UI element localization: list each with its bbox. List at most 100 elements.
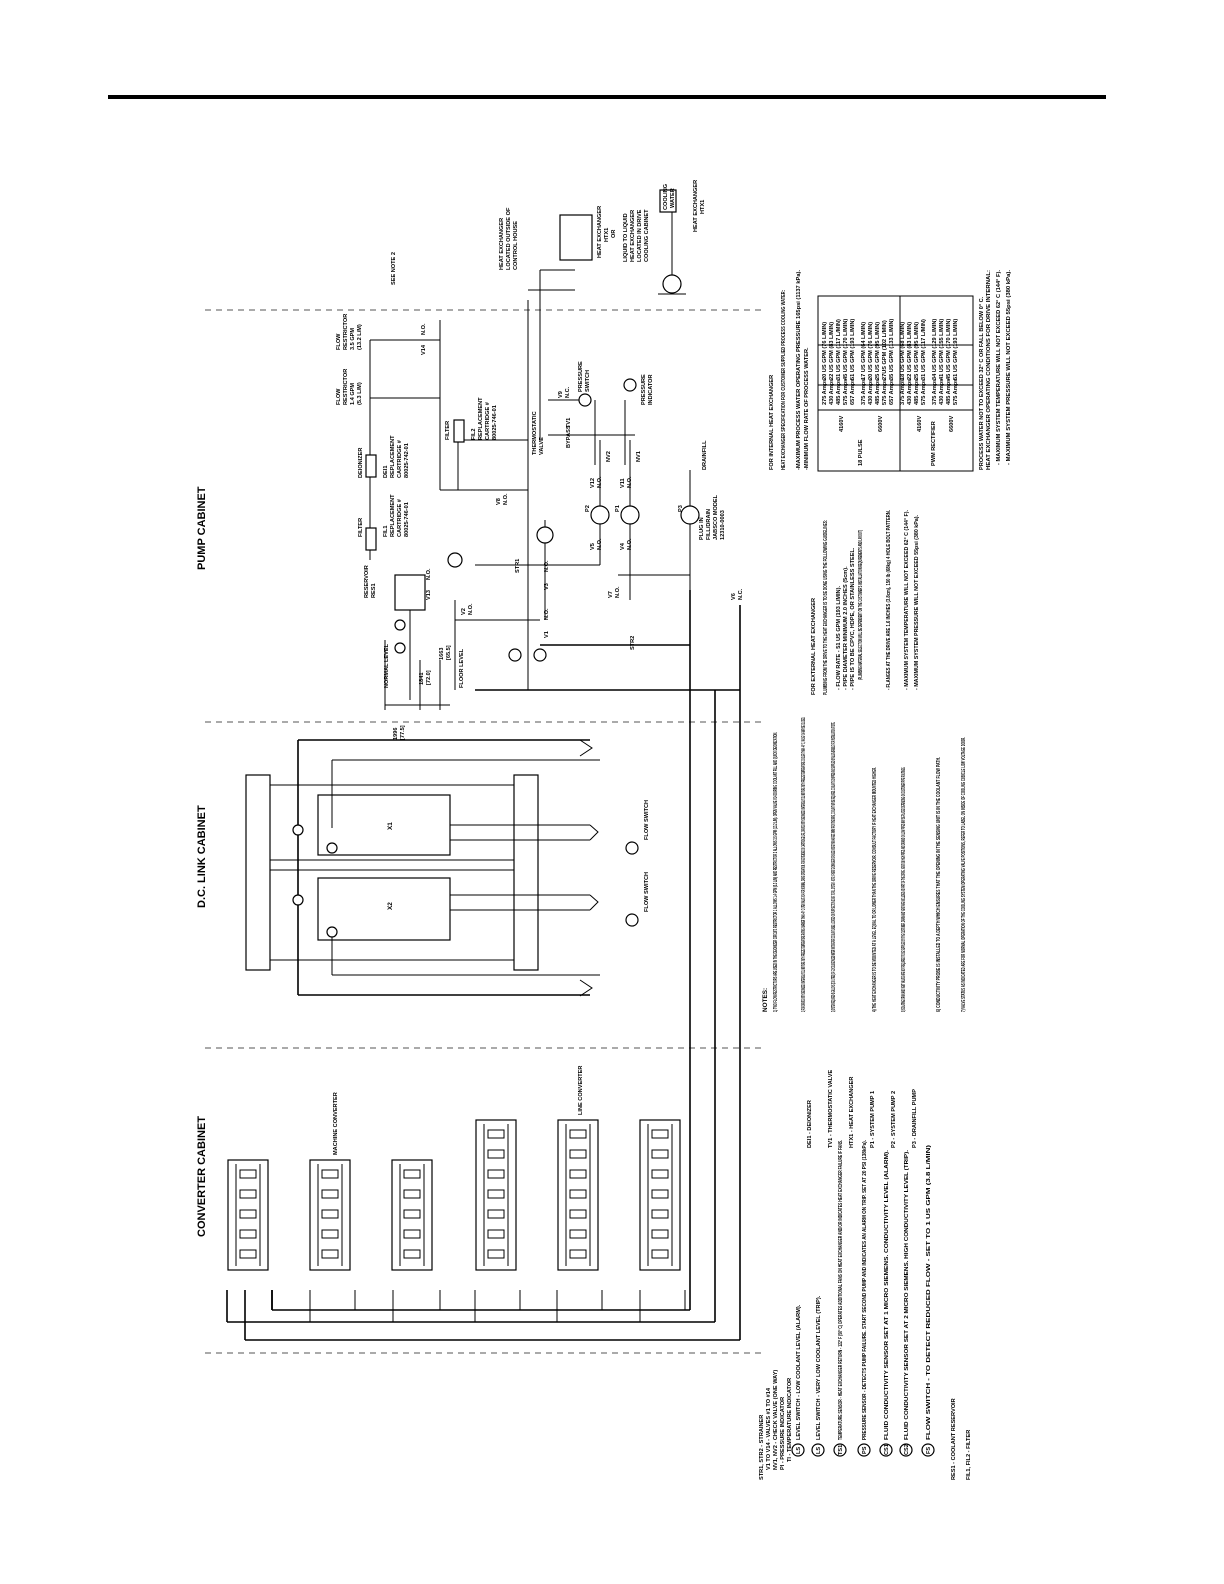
flow-table-flow: 51 US GPM (193 L/MIN) (850, 319, 856, 380)
flow-table-flow: 17 US GPM (64 L/MIN) (861, 322, 867, 380)
v4-state: N.O. (627, 538, 633, 550)
v2-label: V2 (461, 608, 467, 615)
flow-table-amps: 575 Amps (953, 379, 959, 405)
external-hx-line: PLUMBING FROM THE DRIVE TO THE HEAT EXCH… (823, 520, 829, 695)
dei1-line2: REPLACEMENT (390, 435, 396, 478)
legend-item: PI - PRESSURE INDICATOR (780, 1397, 786, 1470)
legend-item: FLOW SWITCH - TO DETECT REDUCED FLOW - S… (926, 1145, 932, 1440)
legend-sym-5: CS2 (904, 1444, 910, 1455)
v2-state: N.O. (468, 603, 474, 615)
flow-table-amps: 657 Amps (850, 379, 856, 405)
flow-table-flow: 45 US GPM (170 L/MIN) (843, 319, 849, 380)
flow-table-voltage: 6600V (878, 416, 884, 432)
fil1-line2: REPLACEMENT (390, 494, 396, 537)
dei1-line4: 80025-742-01 (404, 443, 410, 478)
flow-switch-label-2: FLOW SWITCH (644, 872, 650, 912)
hx-htx1b-line1: HEAT EXCHANGER (693, 180, 699, 232)
dim-1996-in: [77.5] (400, 725, 406, 740)
notes-title: NOTES: (762, 988, 769, 1012)
legend-item: PRESSURE SENSOR - DETECTS PUMP FAILURE. … (862, 1140, 868, 1440)
legend-sym-3: PS (862, 1446, 868, 1454)
flow-table-amps: 485 Amps (836, 379, 842, 405)
flow-table-flow: 25 US GPM (95 L/MIN) (875, 322, 881, 380)
v12-label: V12 (590, 478, 596, 488)
flow-table-group: 18 PULSE (858, 439, 864, 466)
filter-label-2: FILTER (445, 421, 451, 440)
pressure-indicator-line1: PRESSURE (641, 374, 647, 405)
line-converter-label: LINE CONVERTER (578, 1066, 584, 1115)
floor-level-label: FLOOR LEVEL (459, 648, 465, 688)
flow-table-flow: 22 US GPM (83 L/MIN) (907, 322, 913, 380)
legend-sym-4: CS1 (884, 1444, 890, 1455)
pump-piping (365, 189, 700, 710)
flow-table-amps: 485 Amps (946, 379, 952, 405)
v9-label: V9 (558, 391, 564, 398)
note-item: 3) SYSTEM REQUIRES 45 GALLONS (170 LITRE… (831, 722, 837, 1012)
bypass-label: BYPASS (566, 425, 572, 448)
external-hx-line: - PIPE IS TO BE CPVC, HDPE, OR STAINLESS… (850, 547, 856, 690)
reservoir-line2: RES1 (371, 583, 377, 598)
note-item: 7) VALVE STATUS AS INDICATED ARE FOR NOR… (961, 737, 967, 1012)
pump-cabinet-title: PUMP CABINET (196, 486, 208, 570)
fr1-line3: 3.5 GPM (350, 328, 356, 350)
fr1-line2: RESTRICTOR (343, 314, 349, 350)
note-item: 4) THE HEAT EXCHANGER IS TO BE MOUNTED A… (872, 767, 878, 1012)
legend2-item: DEI1 - DEIONIZER (807, 1100, 813, 1148)
p3-label: P3 (678, 505, 684, 512)
external-hx-line: - PIPE DIAMETER MINIMUM 2.0 INCHES (5cm)… (843, 566, 849, 690)
x1-label: X1 (387, 822, 394, 830)
flow-table-amps: 275 Amps (822, 379, 828, 405)
note-item: 1) TWO FLOW RESTRICTORS ARE USED IN THE … (773, 732, 779, 1012)
flow-table-flow: 45 US GPM (170 L/MIN) (946, 319, 952, 380)
v9-state: N.C. (565, 386, 571, 398)
flow-table-amps: 375 Amps (900, 379, 906, 405)
hx-liquid-line2: HEAT EXCHANGER (630, 210, 636, 262)
top-rule (108, 95, 1106, 99)
legend-item: FIL1, FIL2 - FILTER (966, 1430, 972, 1480)
internal-hx-footer: - MAXIMUM SYSTEM TEMPERATURE WILL NOT EX… (996, 270, 1002, 465)
legend-sym-0: LS (796, 1447, 802, 1454)
flow-table-amps: 485 Amps (875, 379, 881, 405)
flow-table-flow: 31 US GPM (117 L/MIN) (921, 319, 927, 380)
nv2-label: NV2 (606, 451, 612, 462)
see-note-label: SEE NOTE 2 (391, 252, 397, 285)
v4-label: V4 (620, 542, 626, 550)
flow-table-flow: 27US GPM (102 L/MIN) (882, 320, 888, 380)
hx-htx1-line3: OR (611, 230, 617, 238)
dim-1841-in: [72.0] (426, 670, 432, 685)
v8-label: V8 (496, 498, 502, 505)
flow-table-amps: 657 Amps (889, 379, 895, 405)
flow-table-voltage: 4160V (917, 416, 923, 432)
fr2-line2: RESTRICTOR (343, 369, 349, 405)
legend-sym-2: TS1 (838, 1445, 844, 1455)
flow-table-amps: 430 Amps (868, 379, 874, 405)
flow-table-amps: 485 Amps (914, 379, 920, 405)
fil1-line4: 80025-746-01 (404, 502, 410, 537)
hx-outside-line3: CONTROL HOUSE (513, 221, 519, 270)
fil1-line1: FIL1 (383, 526, 389, 538)
internal-hx-footer: - MAXIMUM SYSTEM PRESSURE WILL NOT EXCEE… (1006, 270, 1012, 465)
flow-table-flow: 25 US GPM (95 L/MIN) (914, 322, 920, 380)
external-hx-line: - FLANGES AT THE DRIVE ARE 1.6 INCHES (3… (886, 510, 892, 690)
note-item: 5) ISOLATING DRAIN AND VENT VALVES ARE N… (901, 767, 907, 1012)
str1-label: STR1 (515, 559, 521, 573)
x2-label: X2 (387, 902, 394, 910)
normal-level-label: NORMAL LEVEL (384, 643, 390, 688)
internal-hx-line: HEAT EXCHANGER SPECIFICATION FOR CUSTOME… (781, 290, 787, 470)
hx-htx1-line2: HTX1 (604, 228, 610, 242)
dim-1996: 1996 (393, 728, 399, 740)
dei1-line3: CARTRIDGE # (397, 439, 403, 478)
v7-state: N.O. (615, 586, 621, 598)
fil2-line2: REPLACEMENT (478, 397, 484, 440)
flow-table-amps: 575 Amps (882, 379, 888, 405)
flow-table-flow: 51 US GPM (193 L/MIN) (953, 319, 959, 380)
v8-state: N.O. (503, 493, 509, 505)
dim-1841: 1841 (419, 673, 425, 685)
p1-label: P1 (615, 505, 621, 512)
flow-table-amps: 575 Amps (921, 379, 927, 405)
flow-table-amps: 430 Amps (907, 379, 913, 405)
machine-converter-label: MACHINE CONVERTER (333, 1092, 339, 1155)
hx-htx1-line1: HEAT EXCHANGER (597, 206, 603, 258)
